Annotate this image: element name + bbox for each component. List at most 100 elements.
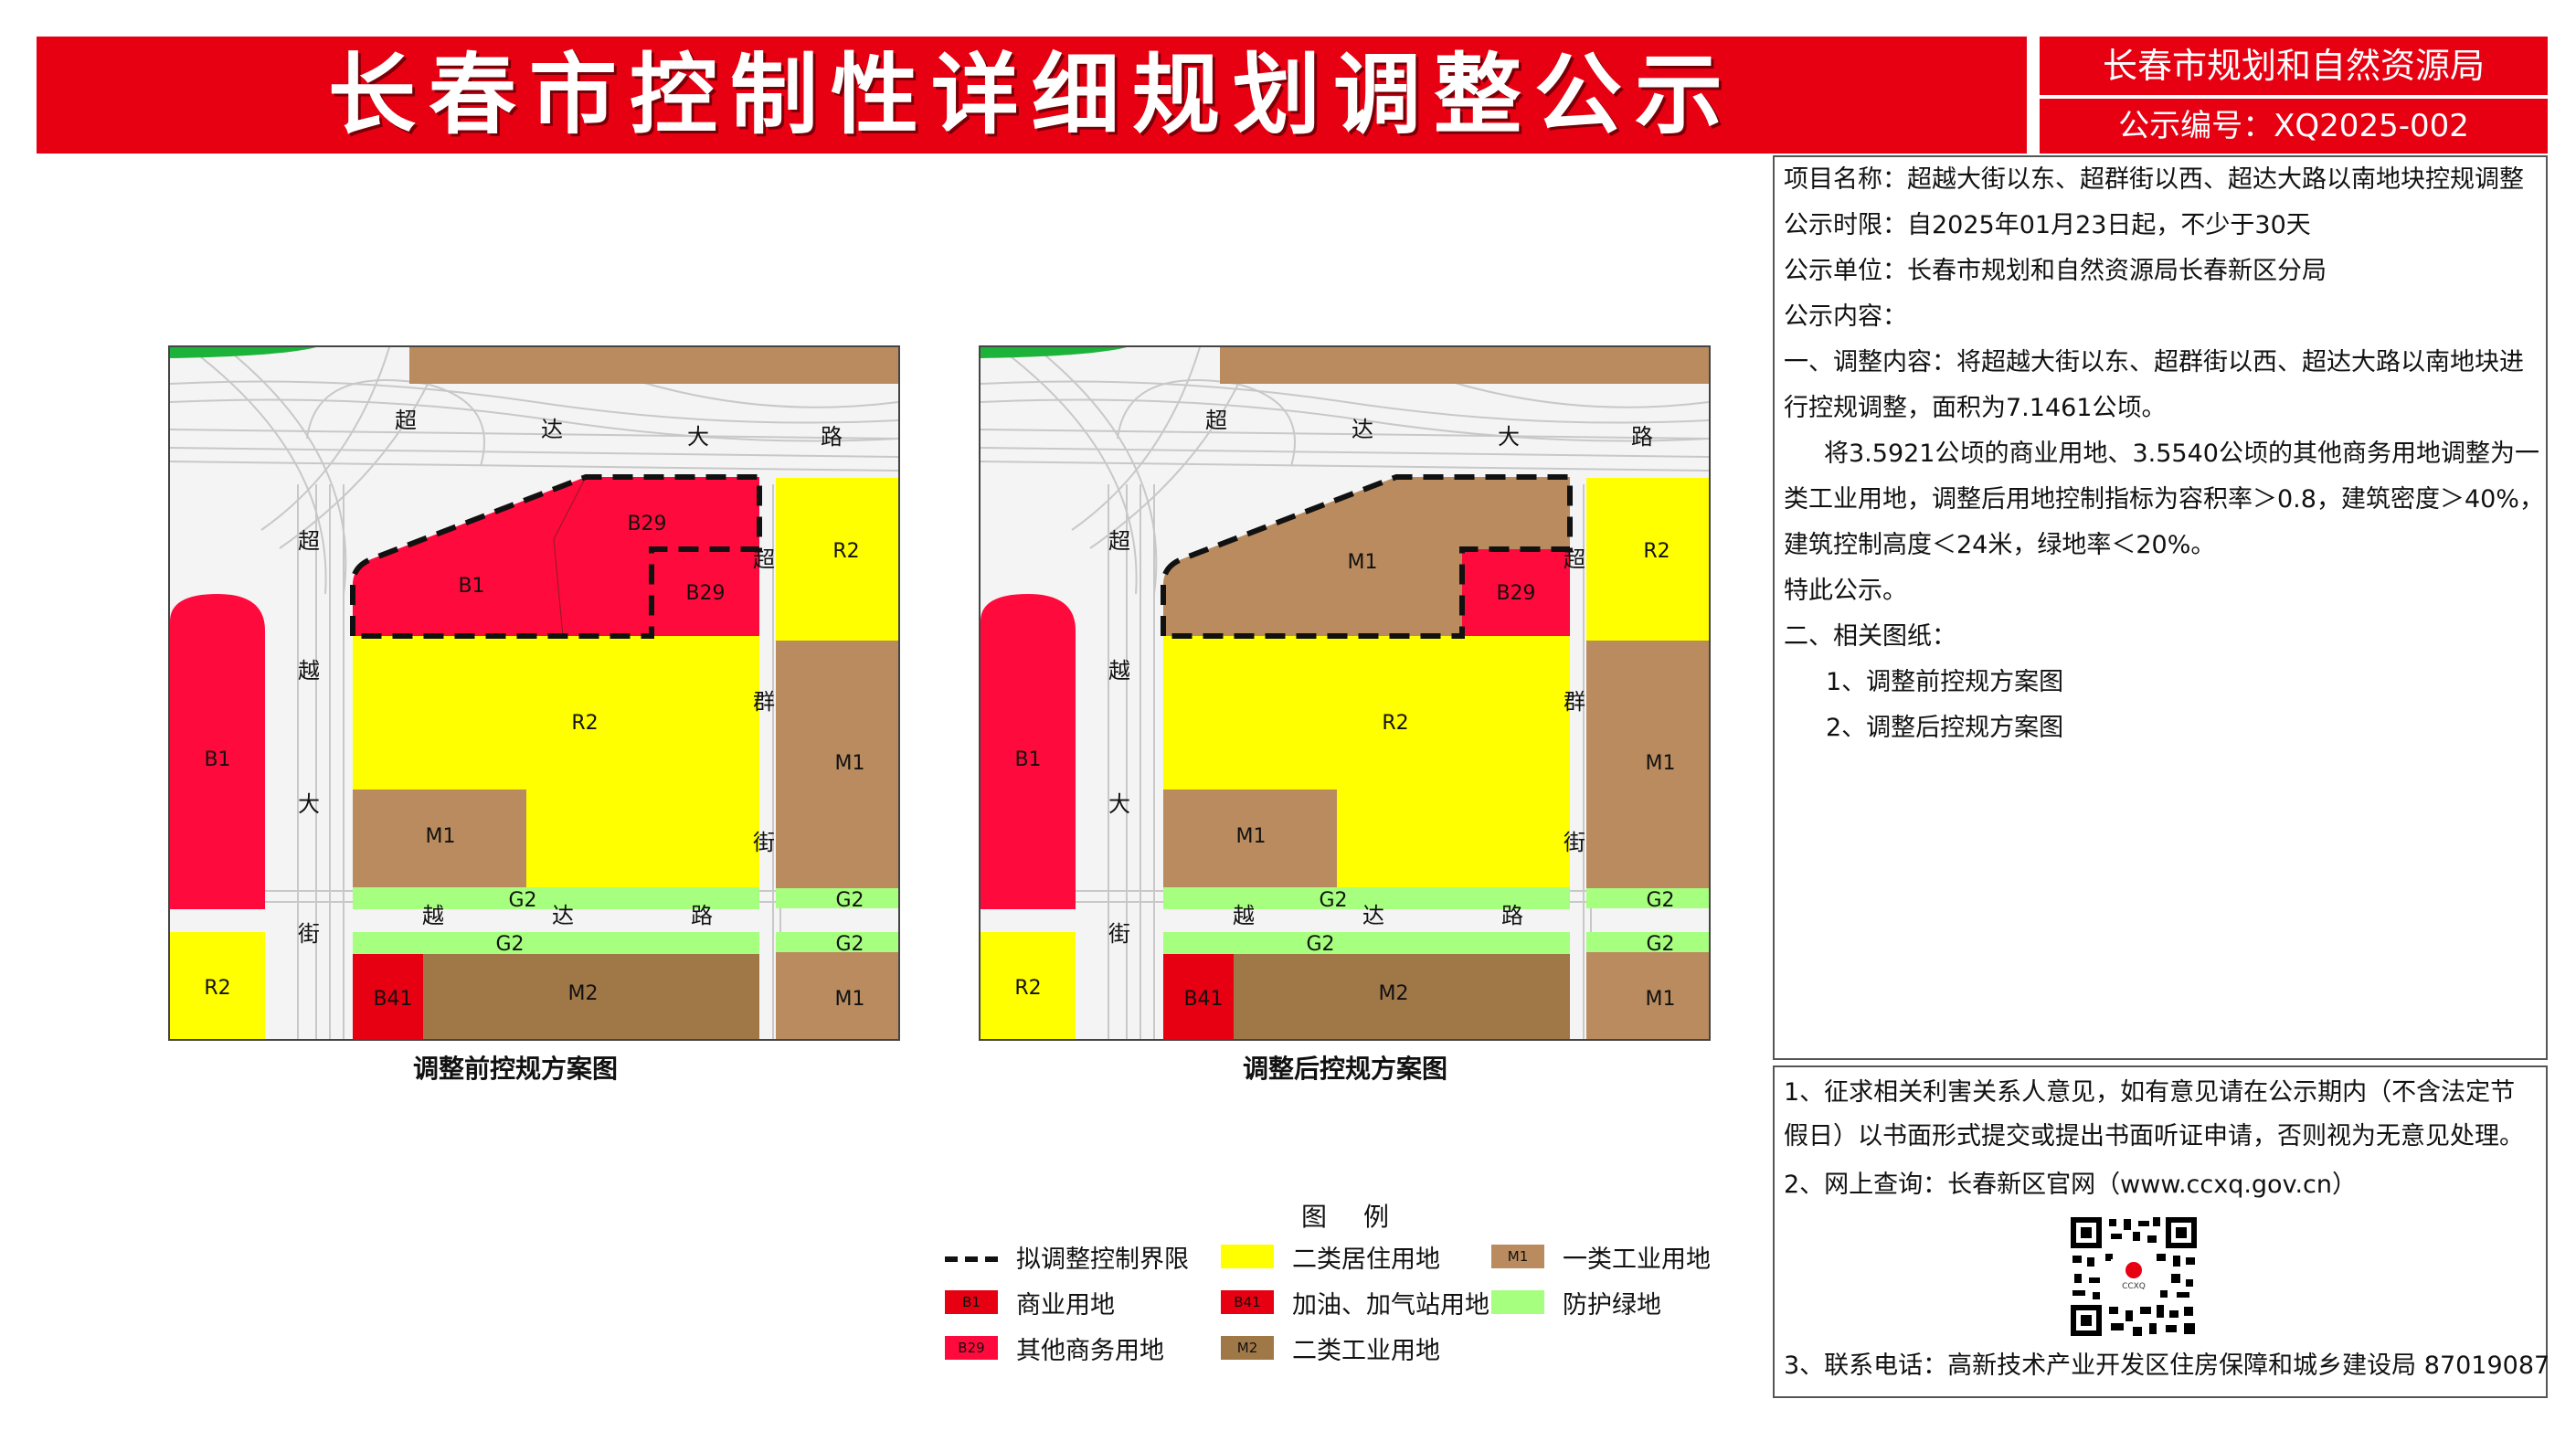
- road-label: 街: [298, 921, 320, 947]
- parcel-label: M1: [1348, 551, 1378, 574]
- parcel-label: R2: [832, 540, 859, 563]
- road-label: 街: [1108, 921, 1130, 947]
- legend-m1-swatch: M1: [1491, 1245, 1544, 1268]
- road-label: 路: [1631, 424, 1653, 450]
- note-opinion: 1、征求相关利害关系人意见，如有意见请在公示期内（不含法定节假日）以书面形式提交…: [1784, 1078, 2524, 1150]
- parcel-label: M1: [835, 752, 865, 775]
- road-label: 路: [1501, 903, 1523, 928]
- parcel-label: B1: [204, 748, 230, 771]
- parcel-label: G2: [1306, 933, 1334, 956]
- info-line: 公示时限：自2025年01月23日起，不少于30天: [1784, 211, 2311, 239]
- legend-boundary-label: 拟调整控制界限: [1016, 1246, 1189, 1274]
- map-before[interactable]: 超 达 大 路 越 达 路 超 越 大 街 超 群 街 B1 R2 R2 M1 …: [168, 345, 900, 1041]
- parcel-label: B41: [373, 988, 412, 1011]
- qr-code[interactable]: CCXQ: [2069, 1215, 2199, 1338]
- parcel-label: B29: [627, 513, 666, 535]
- page-title: 长春市控制性详细规划调整公示: [328, 44, 1735, 146]
- road-label: 达: [541, 417, 563, 442]
- road-label: 达: [552, 903, 574, 928]
- road-label: 街: [753, 830, 775, 855]
- legend-m1-label: 一类工业用地: [1563, 1246, 1711, 1274]
- notice-number: 公示编号：XQ2025-002: [2040, 99, 2548, 154]
- road-label: 路: [691, 903, 713, 928]
- road-label: 越: [1108, 658, 1130, 684]
- road-label: 越: [298, 658, 320, 684]
- legend-m2-swatch: M2: [1221, 1336, 1274, 1360]
- issuer-name: 长春市规划和自然资源局: [2040, 37, 2548, 95]
- parcel-label: G2: [835, 933, 864, 956]
- parcel-label: R2: [1382, 712, 1408, 735]
- legend-g2-swatch: [1491, 1290, 1544, 1314]
- parcel-label: R2: [1643, 540, 1670, 563]
- info-line: 项目名称：超越大街以东、超群街以西、超达大路以南地块控规调整: [1784, 165, 2524, 194]
- info-line: 特此公示。: [1784, 577, 1907, 605]
- legend-m2-label: 二类工业用地: [1292, 1337, 1440, 1365]
- legend-boundary-swatch: [945, 1250, 1003, 1262]
- parcel-label: M1: [426, 825, 456, 848]
- info-panel: 项目名称：超越大街以东、超群街以西、超达大路以南地块控规调整 公示时限：自202…: [1773, 155, 2548, 1060]
- road-label: 超: [1108, 528, 1130, 554]
- road-label: 达: [1352, 417, 1373, 442]
- parcel-label: G2: [1646, 889, 1674, 912]
- road-label: 超: [1205, 408, 1227, 433]
- road-label: 越: [422, 903, 444, 928]
- parcel-label: B41: [1183, 988, 1223, 1011]
- road-label: 超: [395, 408, 417, 433]
- map-after[interactable]: 超 达 大 路 越 达 路 超 越 大 街 超 群 街 B1 R2 R2 M1 …: [979, 345, 1711, 1041]
- parcel-label: M1: [1646, 988, 1676, 1011]
- road-label: 大: [1498, 424, 1520, 450]
- parcel-label: R2: [1014, 977, 1041, 1000]
- info-line: 将3.5921公顷的商业用地、3.5540公顷的其他商务用地调整为一: [1824, 440, 2539, 468]
- legend-b29-swatch: B29: [945, 1336, 998, 1360]
- road-label: 越: [1233, 903, 1255, 928]
- road-label: 街: [1564, 830, 1585, 855]
- legend-title: 图例: [1301, 1202, 1426, 1232]
- info-line: 类工业用地，调整后用地控制指标为容积率＞0.8，建筑密度＞40%，: [1784, 485, 2544, 514]
- info-line: 行控规调整，面积为7.1461公顷。: [1784, 394, 2167, 422]
- road-label: 超: [1564, 546, 1585, 572]
- info-line: 公示单位：长春市规划和自然资源局长春新区分局: [1784, 257, 2327, 285]
- parcel-label: G2: [1646, 933, 1674, 956]
- road-label: 群: [1564, 689, 1585, 715]
- parcel-label: M1: [1646, 752, 1676, 775]
- legend-b29-label: 其他商务用地: [1016, 1337, 1164, 1365]
- road-label: 路: [821, 424, 843, 450]
- map-after-caption: 调整后控规方案图: [1243, 1054, 1448, 1084]
- parcel-label: M1: [835, 988, 865, 1011]
- info-line: 1、调整前控规方案图: [1826, 668, 2064, 696]
- parcel-label: G2: [1319, 889, 1347, 912]
- parcel-label: G2: [495, 933, 524, 956]
- notes-panel: 1、征求相关利害关系人意见，如有意见请在公示期内（不含法定节假日）以书面形式提交…: [1773, 1065, 2549, 1398]
- info-line: 一、调整内容：将超越大街以东、超群街以西、超达大路以南地块进: [1784, 348, 2524, 376]
- parcel-label: B1: [1014, 748, 1041, 771]
- legend-g2-label: 防护绿地: [1563, 1291, 1661, 1320]
- legend-r2-swatch: [1221, 1245, 1274, 1268]
- legend-b41-label: 加油、加气站用地: [1292, 1291, 1489, 1320]
- parcel-label: G2: [508, 889, 536, 912]
- road-label: 大: [1108, 791, 1130, 817]
- road-label: 超: [298, 528, 320, 554]
- road-label: 群: [753, 689, 775, 715]
- road-label: 大: [687, 424, 709, 450]
- info-line: 二、相关图纸：: [1784, 622, 1956, 651]
- parcel-label: M1: [1236, 825, 1267, 848]
- qr-logo-text: CCXQ: [2122, 1282, 2146, 1291]
- legend-r2-label: 二类居住用地: [1292, 1246, 1440, 1274]
- road-label: 大: [298, 791, 320, 817]
- parcel-label: B1: [458, 575, 484, 598]
- legend-b41-swatch: B41: [1221, 1290, 1274, 1314]
- parcel-label: B29: [685, 582, 725, 605]
- road-label: 超: [753, 546, 775, 572]
- road-label: 达: [1362, 903, 1384, 928]
- parcel-label: M2: [1379, 982, 1409, 1005]
- legend-b1-swatch: B1: [945, 1290, 998, 1314]
- parcel-label: R2: [204, 977, 230, 1000]
- parcel-label: B29: [1496, 582, 1535, 605]
- map-before-caption: 调整前控规方案图: [413, 1054, 619, 1084]
- info-line: 公示内容：: [1784, 302, 1907, 331]
- info-line: 建筑控制高度＜24米，绿地率＜20%。: [1784, 531, 2216, 559]
- note-website: 2、网上查询：长春新区官网（www.ccxq.gov.cn）: [1784, 1171, 2357, 1199]
- parcel-label: R2: [571, 712, 598, 735]
- parcel-label: G2: [835, 889, 864, 912]
- parcel-label: M2: [568, 982, 599, 1005]
